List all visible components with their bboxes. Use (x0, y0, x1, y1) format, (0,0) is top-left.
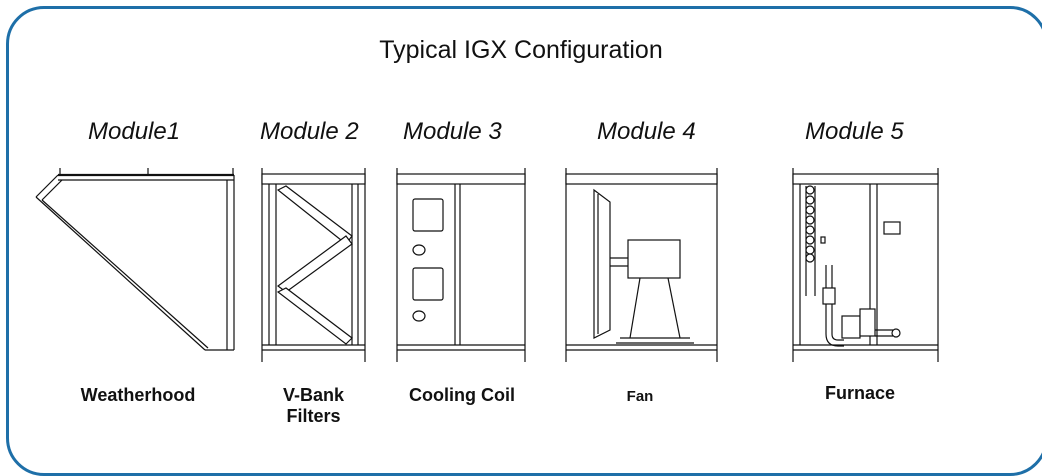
figure-frame (6, 6, 1042, 476)
module-4-caption: Fan (626, 388, 654, 405)
module-2-heading: Module 2 (260, 118, 359, 145)
module-drawings (35, 168, 939, 362)
module-2-caption-line2: Filters (286, 406, 341, 426)
cooling-coil-drawing (396, 168, 526, 362)
module-1-caption: Weatherhood (80, 385, 196, 405)
module-4-heading: Module 4 (597, 118, 696, 145)
furnace-drawing (792, 168, 939, 362)
module-3-caption: Cooling Coil (409, 385, 515, 405)
module-2-caption-line1: V-Bank (282, 385, 345, 405)
module-5-caption: Furnace (824, 383, 896, 403)
module-3-heading: Module 3 (403, 118, 502, 145)
fan-drawing (565, 168, 718, 362)
v-bank-filters-drawing (261, 168, 366, 362)
weatherhood-drawing (35, 168, 235, 351)
figure-title: Typical IGX Configuration (379, 36, 663, 64)
module-1-heading: Module1 (88, 118, 181, 145)
module-5-heading: Module 5 (805, 118, 904, 145)
